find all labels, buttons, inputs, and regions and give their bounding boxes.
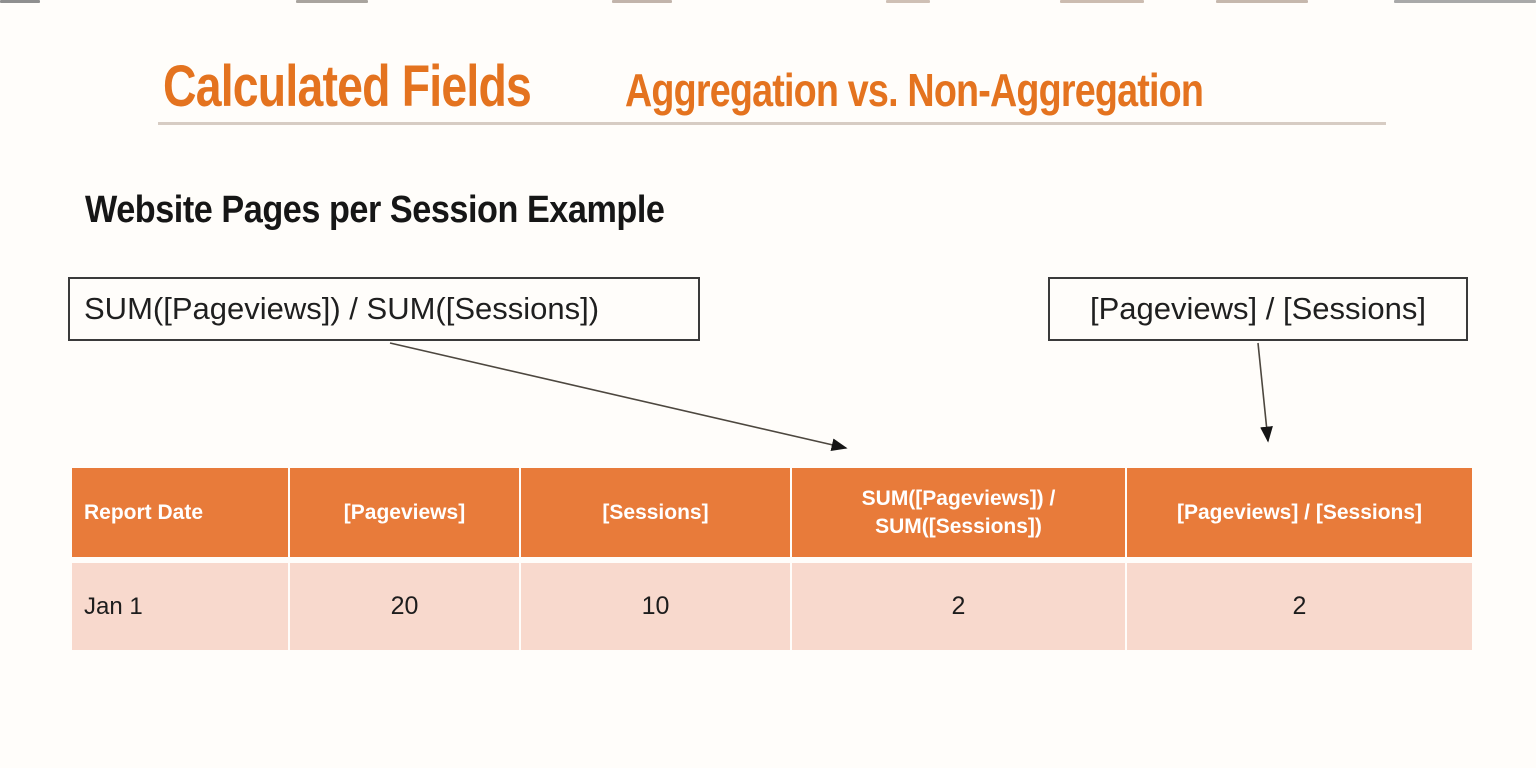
section-heading: Website Pages per Session Example xyxy=(85,189,665,231)
table-header-sum-formula: SUM([Pageviews]) / SUM([Sessions]) xyxy=(792,468,1125,557)
table-cell-row-result: 2 xyxy=(1127,563,1472,650)
arrow-row-level-to-column xyxy=(1257,342,1273,443)
formula-box-row-level: [Pageviews] / [Sessions] xyxy=(1048,277,1468,341)
table-cell-sum-result: 2 xyxy=(792,563,1125,650)
table-header-sessions: [Sessions] xyxy=(521,468,790,557)
formula-aggregated-text: SUM([Pageviews]) / SUM([Sessions]) xyxy=(84,291,600,326)
title-row: Calculated Fields Aggregation vs. Non-Ag… xyxy=(163,0,1463,130)
example-table: Report Date [Pageviews] [Sessions] SUM([… xyxy=(72,468,1472,650)
video-artifact xyxy=(886,0,930,3)
video-artifact xyxy=(0,0,40,3)
formula-row-level-text: [Pageviews] / [Sessions] xyxy=(1090,291,1426,326)
table-cell-pageviews: 20 xyxy=(290,563,519,650)
arrow-aggregated-to-column xyxy=(389,342,848,452)
video-artifact xyxy=(1216,0,1308,3)
video-artifact xyxy=(612,0,672,3)
table-header-pageviews: [Pageviews] xyxy=(290,468,519,557)
video-artifact xyxy=(1394,0,1536,3)
table-cell-sessions: 10 xyxy=(521,563,790,650)
table-cell-report-date: Jan 1 xyxy=(72,563,288,650)
slide-title-suffix: Aggregation vs. Non-Aggregation xyxy=(625,64,1204,116)
table-header-report-date: Report Date xyxy=(72,468,288,557)
slide-title: Calculated Fields xyxy=(163,54,532,119)
table-header-row-formula: [Pageviews] / [Sessions] xyxy=(1127,468,1472,557)
video-artifact xyxy=(296,0,368,3)
formula-box-aggregated: SUM([Pageviews]) / SUM([Sessions]) xyxy=(68,277,700,341)
title-underline-rule xyxy=(158,122,1386,125)
video-artifact xyxy=(1060,0,1144,3)
